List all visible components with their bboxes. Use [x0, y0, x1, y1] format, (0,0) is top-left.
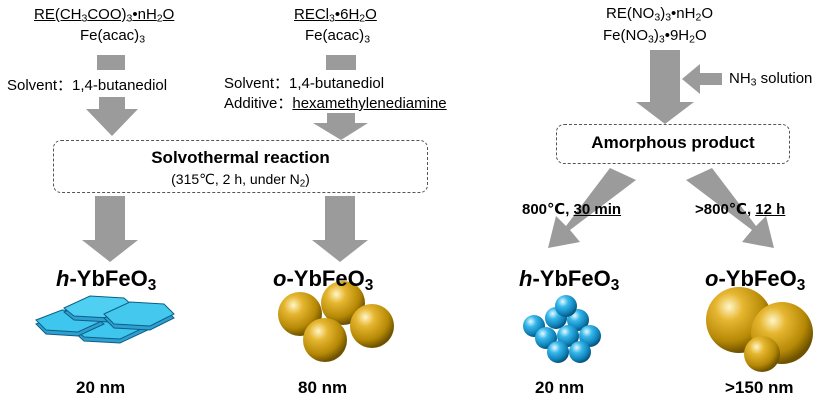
route2-re-precursor: RECl3•6H2O [294, 6, 377, 25]
right-condition-1-temp: 800℃, [522, 201, 574, 218]
arrow-route2-top [313, 55, 368, 140]
route1-solvent: Solvent：1,4-butanediol [7, 77, 168, 94]
arrow-nh3 [682, 64, 722, 94]
solvothermal-reaction-box [53, 140, 428, 193]
route1-re-precursor: RE(CH3COO)3•nH2O [34, 6, 175, 25]
route2-solvent: Solvent：1,4-butanediol [224, 75, 385, 92]
route2-additive-label: Additive： [224, 95, 293, 112]
gold-spheres-80nm-image [278, 281, 394, 362]
left-product-o-prefix: o [273, 266, 287, 291]
arrow-route1-top [86, 55, 138, 136]
right-condition-1-time: 30 min [573, 201, 622, 218]
amorphous-product-label: Amorphous product [591, 133, 755, 152]
arrow-right-main [636, 50, 694, 124]
gold-spheres-150nm-image [706, 287, 813, 372]
left-product-h-ybfeo3: h-YbFeO3 [56, 266, 157, 294]
arrow-right-right-branch [686, 168, 774, 248]
amorphous-product-box [556, 124, 790, 164]
left-product-o-size: 80 nm [298, 378, 348, 397]
right-re-precursor: RE(NO3)3•nH2O [606, 5, 713, 24]
right-condition-2-temp: >800℃, [695, 201, 756, 218]
arrow-route2-bottom [312, 196, 368, 262]
right-product-h-size: 20 nm [535, 378, 585, 397]
route2-fe-precursor: Fe(acac)3 [305, 27, 371, 46]
right-product-o-size: >150 nm [725, 378, 794, 397]
right-condition-2: >800℃, 12 h [695, 202, 785, 217]
left-product-h-size: 20 nm [76, 378, 126, 397]
right-product-h-prefix: h [519, 266, 533, 291]
right-fe-precursor: Fe(NO3)3•9H2O [603, 27, 707, 46]
right-product-o-ybfeo3: o-YbFeO3 [705, 266, 806, 294]
route2-additive: Additive：hexamethylenediamine [224, 96, 447, 111]
right-condition-1: 800℃, 30 min [522, 202, 621, 217]
right-product-h-ybfeo3: h-YbFeO3 [519, 266, 620, 294]
right-condition-2-time: 12 h [755, 201, 786, 218]
solvothermal-reaction-conditions: (315℃, 2 h, under N2) [171, 171, 310, 190]
route2-additive-value: hexamethylenediamine [292, 95, 447, 112]
arrow-route1-bottom [82, 196, 138, 262]
left-product-h-prefix: h [56, 266, 70, 291]
arrow-right-left-branch [548, 168, 636, 248]
right-nh3-reagent: NH3 solution [729, 70, 813, 89]
blue-spheres-20nm-image [523, 295, 601, 363]
right-product-o-prefix: o [705, 266, 719, 291]
route1-fe-precursor: Fe(acac)3 [80, 27, 146, 46]
left-product-o-ybfeo3: o-YbFeO3 [273, 266, 374, 294]
hexagonal-plates-image [35, 295, 175, 344]
solvothermal-reaction-title: Solvothermal reaction [151, 148, 330, 167]
